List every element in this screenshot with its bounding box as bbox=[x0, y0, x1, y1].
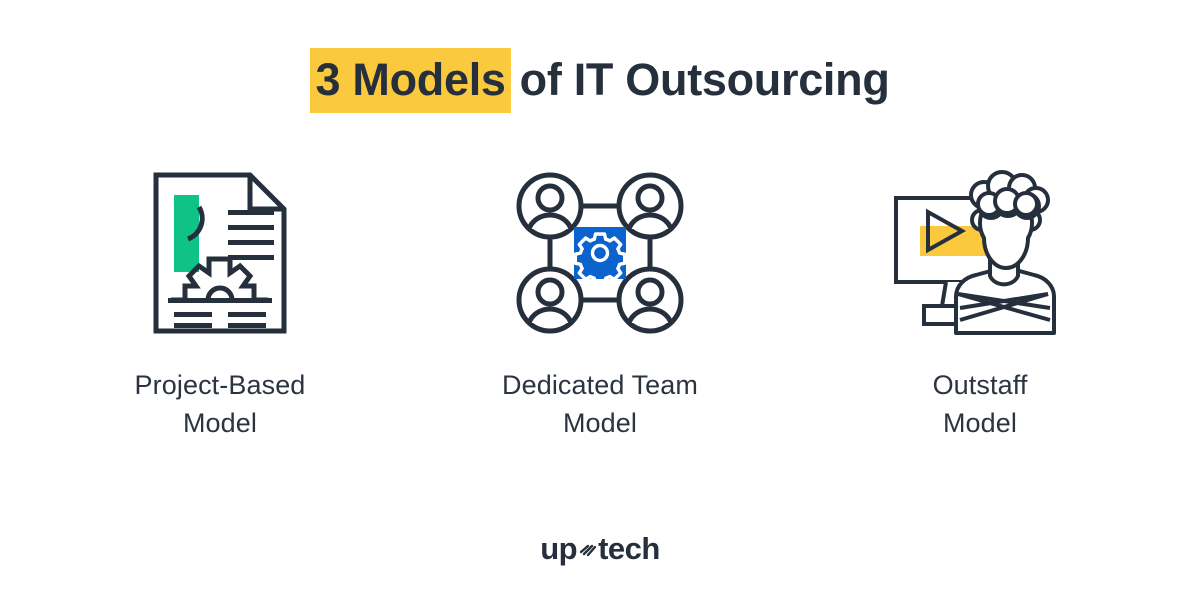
user-avatar-icon bbox=[616, 266, 684, 334]
model-card-outstaff: Outstaff Model bbox=[790, 168, 1170, 443]
logo-text-left: up bbox=[540, 531, 578, 566]
model-card-project-based: Project-Based Model bbox=[30, 168, 410, 443]
arrow-mark-icon bbox=[579, 540, 597, 558]
title-highlight: 3 Models bbox=[310, 47, 511, 113]
model-label: Project-Based Model bbox=[134, 370, 306, 439]
model-card-dedicated-team: Dedicated Team Model bbox=[410, 168, 790, 443]
models-row: Project-Based Model bbox=[0, 168, 1200, 443]
gear-icon bbox=[573, 232, 627, 286]
logo-container: up tech bbox=[0, 531, 1200, 567]
model-label: Outstaff Model bbox=[932, 370, 1028, 439]
user-avatar-icon bbox=[516, 266, 584, 334]
icon-container bbox=[890, 168, 1070, 338]
monitor-person-icon bbox=[894, 170, 1056, 335]
brand-logo: up tech bbox=[540, 531, 660, 567]
user-avatar-icon bbox=[616, 172, 684, 240]
model-label: Dedicated Team Model bbox=[501, 370, 699, 439]
team-network-gear-icon bbox=[516, 172, 684, 334]
document-gear-icon bbox=[153, 172, 287, 334]
user-avatar-icon bbox=[516, 172, 584, 240]
icon-container bbox=[150, 168, 290, 338]
icon-container bbox=[516, 168, 684, 338]
logo-text-right: tech bbox=[598, 531, 660, 566]
title-rest: of IT Outsourcing bbox=[519, 53, 890, 105]
